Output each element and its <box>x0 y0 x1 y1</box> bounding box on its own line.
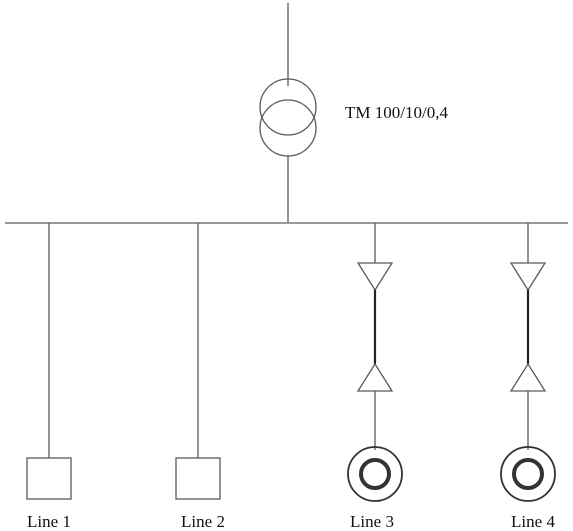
arrester-down-icon <box>509 262 547 292</box>
source-inner-ring-icon <box>512 458 544 490</box>
line-label-1: Line 1 <box>27 512 71 531</box>
line-label-4: Line 4 <box>511 512 555 531</box>
transformer-primary-winding-icon <box>259 78 317 136</box>
double-circle-source-icon <box>500 446 556 502</box>
line-label-3: Line 3 <box>350 512 394 531</box>
square-load-icon <box>26 457 72 500</box>
source-inner-ring-icon <box>359 458 391 490</box>
source-outer-ring-icon <box>500 446 556 502</box>
transformer-icon <box>259 78 317 157</box>
line-label-2: Line 2 <box>181 512 225 531</box>
double-circle-source-icon <box>347 446 403 502</box>
arrester-up-icon <box>356 362 394 392</box>
source-outer-ring-icon <box>347 446 403 502</box>
square-load-icon <box>175 457 221 500</box>
arrester-up-icon <box>509 362 547 392</box>
transformer-label: TM 100/10/0,4 <box>345 103 448 122</box>
arrester-down-icon <box>356 262 394 292</box>
transformer-secondary-winding-icon <box>259 99 317 157</box>
